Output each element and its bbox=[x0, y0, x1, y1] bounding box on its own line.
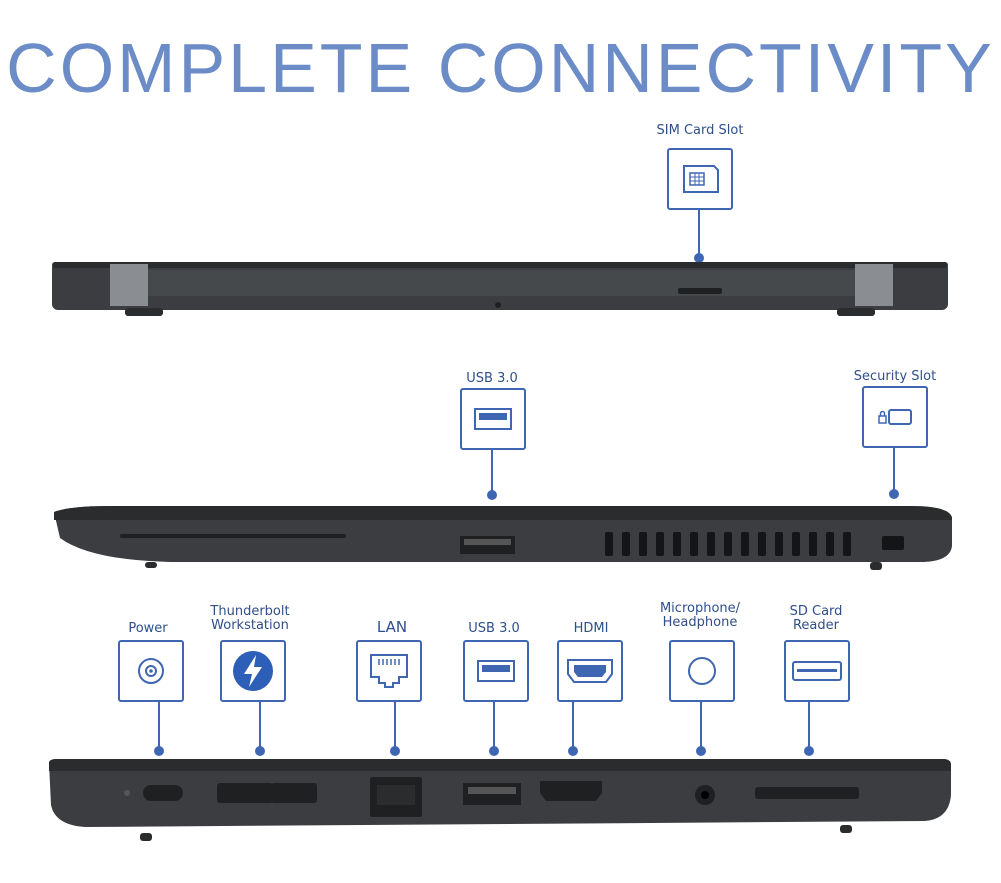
security-slot-label: Security Slot bbox=[853, 369, 937, 384]
headphone-jack-icon bbox=[669, 640, 735, 702]
power-label: Power bbox=[128, 621, 168, 636]
ethernet-icon bbox=[356, 640, 422, 702]
sd-card-icon bbox=[784, 640, 850, 702]
lan-label: LAN bbox=[376, 618, 408, 636]
page-title: COMPLETE CONNECTIVITY bbox=[6, 29, 995, 107]
hdmi-icon bbox=[557, 640, 623, 702]
usb-left-label: USB 3.0 bbox=[468, 621, 520, 636]
sd-card-label: SD Card Reader bbox=[789, 604, 843, 633]
hdmi-label: HDMI bbox=[573, 621, 609, 636]
laptop-back-view bbox=[50, 258, 950, 320]
lock-icon bbox=[862, 386, 928, 448]
usb-right-label: USB 3.0 bbox=[466, 371, 518, 386]
thunderbolt-label: Thunderbolt Workstation bbox=[210, 604, 290, 633]
power-icon bbox=[118, 640, 184, 702]
laptop-left-view bbox=[45, 755, 955, 845]
thunderbolt-icon bbox=[220, 640, 286, 702]
laptop-right-view bbox=[50, 498, 955, 578]
sim-card-icon bbox=[667, 148, 733, 210]
usb-icon bbox=[463, 640, 529, 702]
audio-jack-label: Microphone/ Headphone bbox=[659, 601, 741, 630]
usb-icon bbox=[460, 388, 526, 450]
sim-card-label: SIM Card Slot bbox=[656, 123, 744, 138]
